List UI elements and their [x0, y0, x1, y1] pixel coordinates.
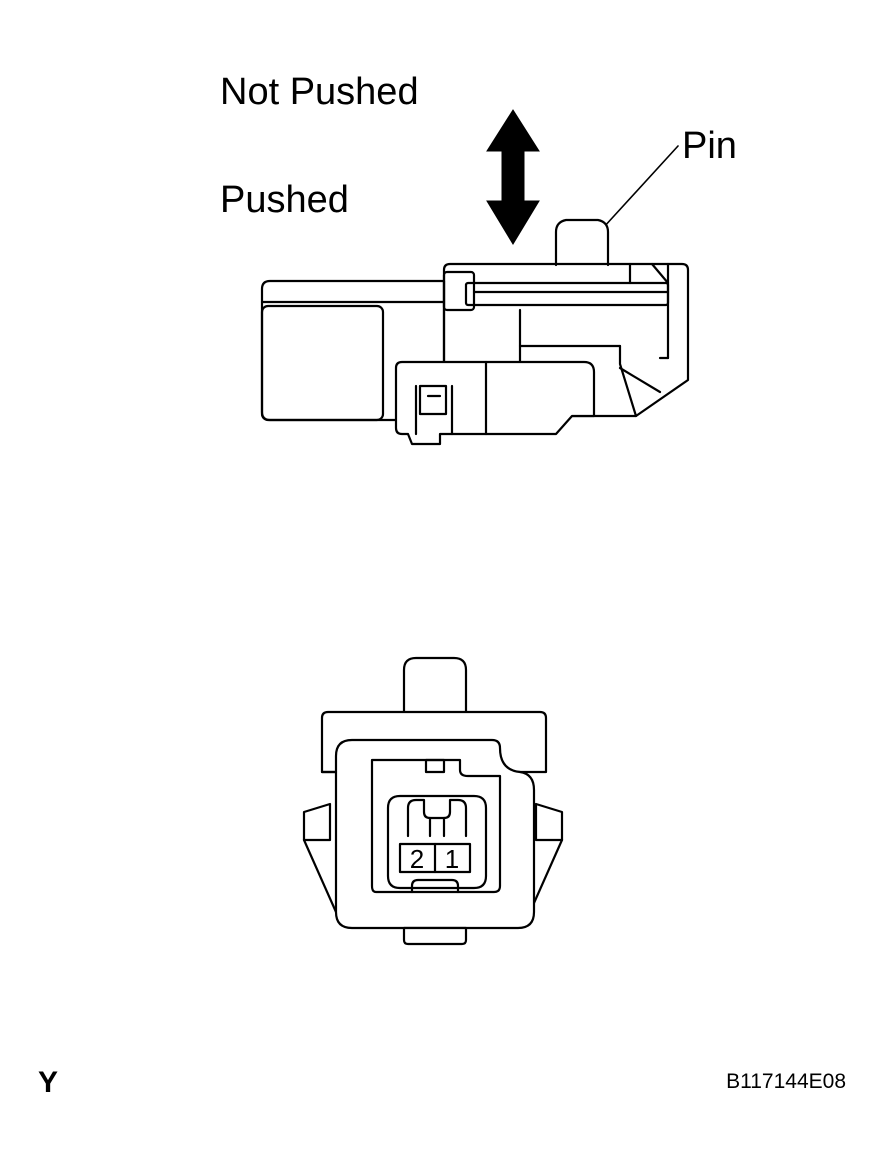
- top-notch-b: [650, 262, 670, 285]
- top-slide-rail: [464, 281, 670, 307]
- right-clip: [534, 802, 564, 842]
- figure-code: B117144E08: [726, 1070, 846, 1093]
- terminal-surround: [386, 794, 488, 890]
- inner-bevel: [618, 366, 662, 394]
- terminal-2-number: 2: [410, 844, 424, 874]
- inner-step-c: [618, 344, 638, 418]
- pin-label: Pin: [682, 125, 737, 167]
- left-clip: [302, 802, 332, 842]
- main-body: [442, 262, 690, 418]
- view-letter: Y: [38, 1066, 58, 1099]
- connector-cavity: [370, 758, 502, 894]
- cavity-key: [424, 758, 446, 774]
- terminal-1-number: 1: [445, 844, 459, 874]
- bottom-tab: [402, 926, 468, 946]
- terminal-2-contact: [406, 798, 432, 838]
- pin-leader-line: [602, 145, 679, 229]
- pin-side: [554, 218, 610, 267]
- pin-front: [402, 656, 468, 714]
- bottom-housing: [394, 360, 596, 446]
- lock-tab: [418, 384, 448, 416]
- connector-cap: [260, 304, 385, 422]
- front-housing: [334, 738, 536, 930]
- left-clip-edge: [302, 838, 338, 914]
- switch-side-view: [260, 218, 690, 446]
- terminal-1-contact: [442, 798, 468, 838]
- not-pushed-label: Not Pushed: [220, 71, 419, 113]
- pushed-label: Pushed: [220, 179, 349, 221]
- switch-front-view: 2 1: [302, 656, 564, 946]
- push-direction-arrow-icon: [486, 109, 540, 245]
- right-clip-edge: [528, 838, 564, 914]
- bottom-latch-slot: [410, 878, 460, 894]
